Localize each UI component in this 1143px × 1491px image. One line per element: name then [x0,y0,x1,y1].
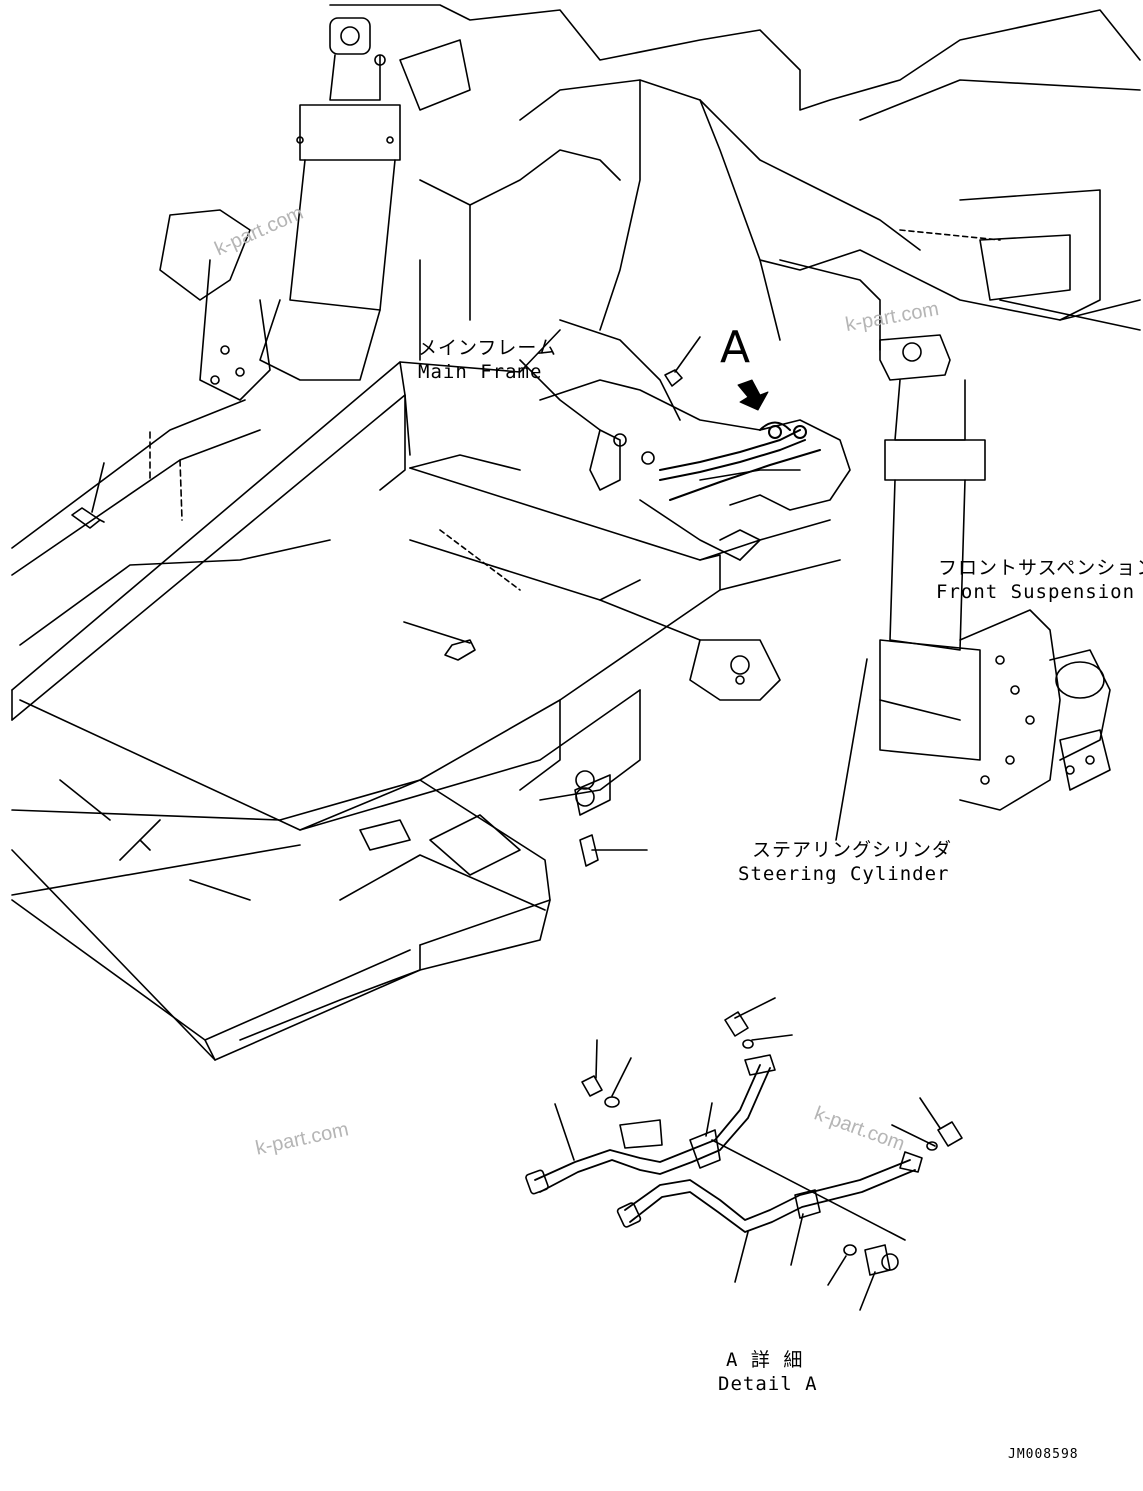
rear-frame-deck [329,4,1141,431]
drawing-code: JM008598 [1008,1447,1079,1462]
detail-a-label-en: Detail A [718,1373,818,1395]
steering-cylinder-label-en: Steering Cylinder [738,863,950,885]
front-suspension-label-en: Front Suspension [936,581,1136,603]
steering-cylinder-label-jp: ステアリングシリンダ [752,839,953,861]
steering-cylinder [539,379,851,816]
steering-hydraulic-lines [659,421,821,501]
main-frame-label-en: Main Frame [418,361,543,383]
main-frame-rail [11,329,561,896]
front-suspension-label-jp: フロントサスペンション [938,557,1143,579]
detail-a-assembly [525,997,963,1311]
front-lower-frame [11,779,551,1061]
front-suspension-cylinder [879,334,1111,811]
main-frame-label-jp: メインフレーム [418,337,557,359]
grease-fittings-main [71,336,868,867]
detail-a-label-jp: A 詳 細 [726,1349,804,1371]
rear-suspension-left [159,17,401,401]
view-marker-a: A [720,322,751,373]
view-arrow [737,379,769,411]
